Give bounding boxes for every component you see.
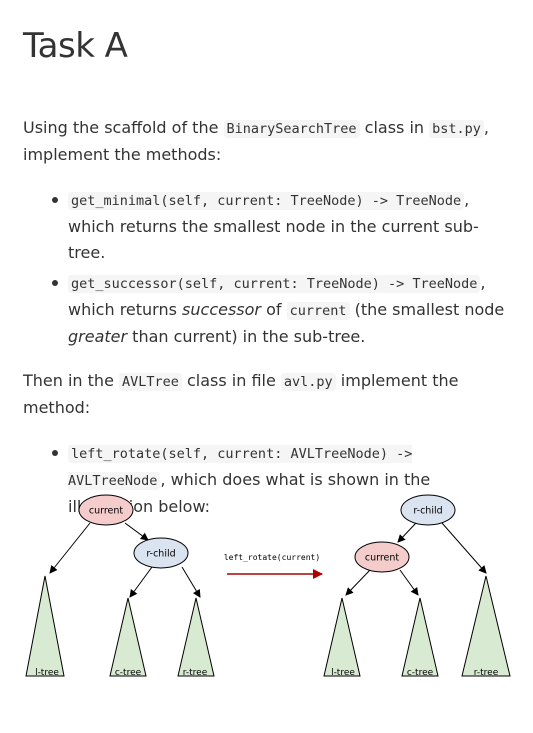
variable-code: current — [286, 302, 350, 320]
then-paragraph: Then in the AVLTree class in file avl.py… — [23, 368, 513, 420]
edge — [49, 522, 91, 574]
intro-text: class in — [359, 118, 430, 137]
before-tree: l-tree c-tree r-tree current r-child — [25, 494, 215, 678]
node-label: r-child — [146, 549, 175, 560]
current-node: current — [78, 494, 134, 526]
r-child-node: r-child — [400, 494, 456, 526]
list-item-get-minimal: get_minimal(self, current: TreeNode) -> … — [23, 187, 513, 266]
tree-label: c-tree — [407, 668, 434, 678]
tree-label: l-tree — [35, 668, 59, 678]
edge — [124, 522, 149, 541]
bullet-icon — [52, 197, 58, 203]
then-text: class in file — [181, 371, 281, 390]
r-child-node: r-child — [133, 537, 189, 569]
edge — [345, 569, 371, 596]
edge — [399, 569, 419, 596]
emphasis-text: successor — [182, 300, 261, 319]
page-title: Task A — [23, 26, 128, 66]
current-node: current — [354, 541, 410, 573]
list-item-left-rotate: left_rotate(self, current: AVLTreeNode) … — [23, 440, 513, 520]
edge — [397, 522, 417, 543]
edge — [181, 566, 201, 598]
tree-label: l-tree — [331, 668, 355, 678]
method-signature-code: get_successor(self, current: TreeNode) -… — [68, 275, 481, 293]
edge — [441, 522, 487, 574]
r-tree-triangle: r-tree — [177, 597, 215, 678]
avl-method-list: left_rotate(self, current: AVLTreeNode) … — [23, 440, 513, 520]
after-tree: l-tree c-tree r-tree r-child current — [323, 494, 511, 678]
r-tree-triangle: r-tree — [461, 575, 511, 678]
intro-text: , implement the methods: — [23, 118, 489, 164]
emphasis-text: greater — [68, 327, 128, 346]
intro-paragraph: Using the scaffold of the BinarySearchTr… — [23, 115, 513, 167]
node-label: current — [365, 553, 400, 564]
bullet-icon — [52, 280, 58, 286]
tree-label: c-tree — [115, 668, 142, 678]
task-page: Task A Using the scaffold of the BinaryS… — [23, 0, 513, 520]
method-description: than current) in the sub-tree. — [127, 327, 366, 346]
left-rotate-illustration: l-tree c-tree r-tree current r-child le — [20, 490, 520, 690]
then-text: implement the method: — [23, 371, 459, 417]
tree-label: r-tree — [183, 668, 208, 678]
edge — [129, 566, 153, 598]
node-label: current — [89, 506, 124, 517]
class-name-code: AVLTree — [119, 373, 182, 391]
method-description: , which returns the smallest node in the… — [68, 190, 479, 262]
l-tree-triangle: l-tree — [323, 597, 361, 678]
list-item-get-successor: get_successor(self, current: TreeNode) -… — [23, 270, 513, 350]
l-tree-triangle: l-tree — [25, 575, 65, 678]
rotate-arrow: left_rotate(current) — [224, 553, 323, 579]
method-description: of — [261, 300, 287, 319]
filename-code: bst.py — [429, 120, 484, 138]
bst-method-list: get_minimal(self, current: TreeNode) -> … — [23, 187, 513, 350]
intro-text: Using the scaffold of the — [23, 118, 224, 137]
method-signature-code: get_minimal(self, current: TreeNode) -> … — [68, 192, 465, 210]
bullet-icon — [52, 450, 58, 456]
method-description: , which returns — [68, 273, 486, 319]
class-name-code: BinarySearchTree — [223, 120, 360, 138]
then-text: Then in the — [23, 371, 119, 390]
rotation-diagram-svg: l-tree c-tree r-tree current r-child le — [25, 494, 511, 678]
tree-label: r-tree — [474, 668, 499, 678]
method-description: (the smallest node — [349, 300, 505, 319]
c-tree-triangle: c-tree — [109, 597, 147, 678]
operation-label: left_rotate(current) — [224, 553, 320, 562]
c-tree-triangle: c-tree — [401, 597, 439, 678]
node-label: r-child — [413, 506, 442, 517]
filename-code: avl.py — [280, 373, 336, 391]
